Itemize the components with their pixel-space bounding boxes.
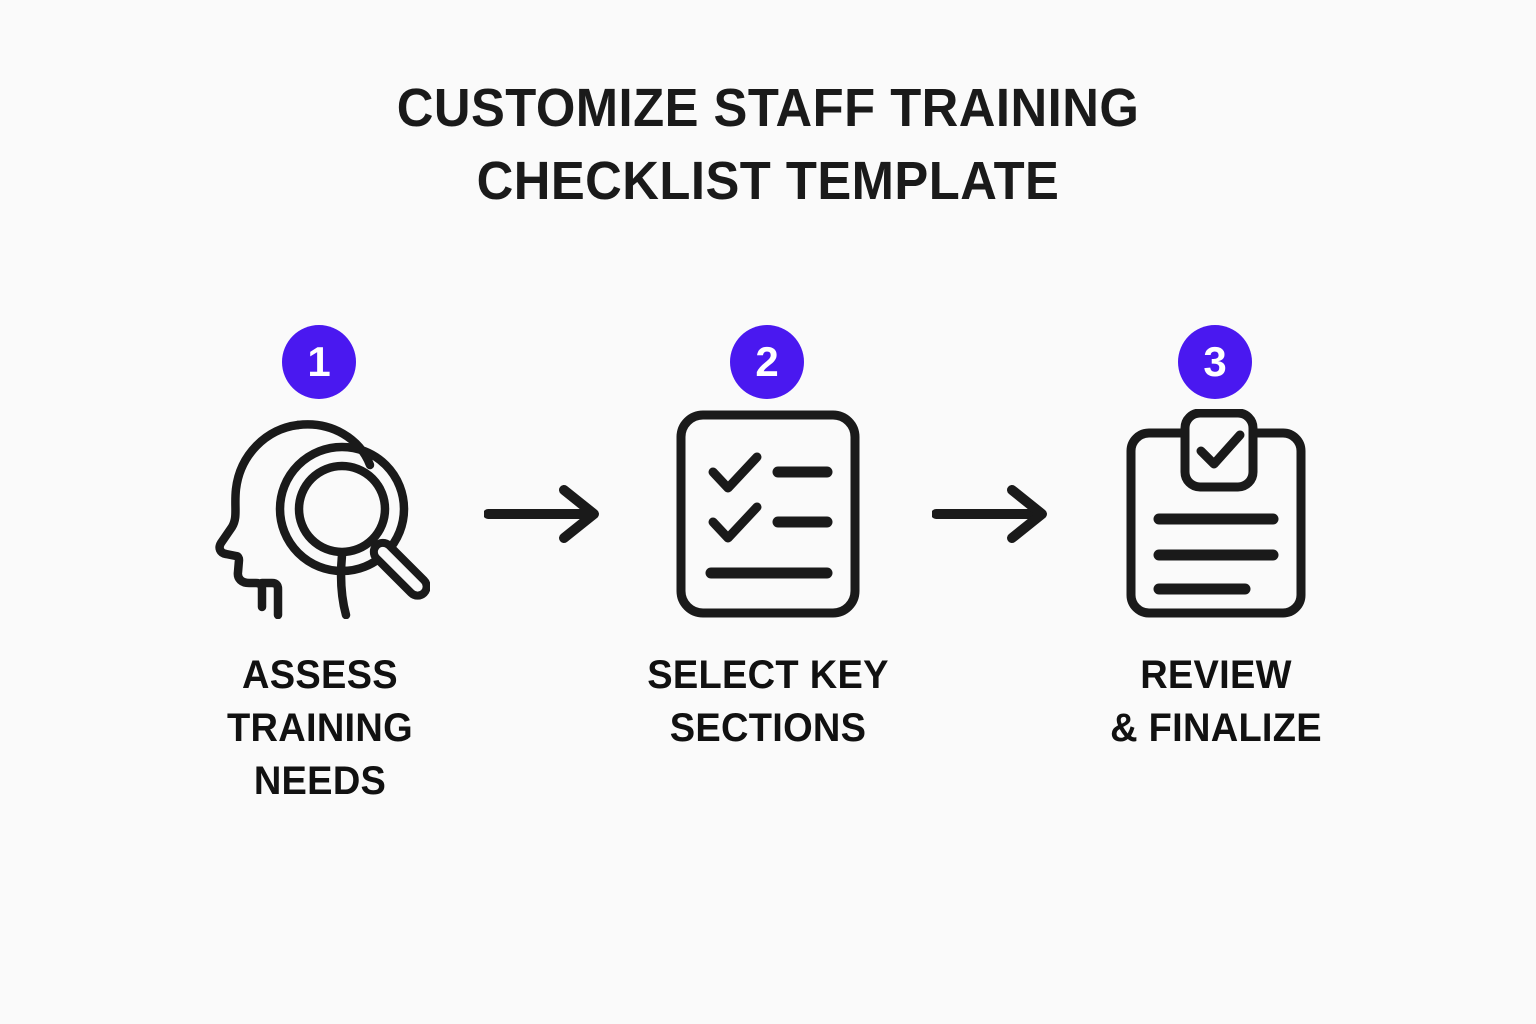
page-title-line-2: CHECKLIST TEMPLATE	[476, 150, 1060, 211]
step-3-label: REVIEW & FINALIZE	[1059, 649, 1373, 755]
step-2-label-line-2: SECTIONS	[669, 706, 867, 751]
process-flow: 1 A	[0, 310, 1536, 870]
page-title-line-1: CUSTOMIZE STAFF TRAINING	[396, 78, 1140, 138]
step-3-number-badge: 3	[1178, 325, 1252, 399]
step-1-label-line-2: TRAINING	[227, 706, 413, 751]
step-2-badge-row: 2	[618, 310, 918, 406]
step-2[interactable]: 2 SELECT KEY SECTIONS	[618, 310, 918, 755]
page-title: CUSTOMIZE STAFF TRAINING CHECKLIST TEMPL…	[46, 72, 1490, 218]
step-1-label: ASSESS TRAINING NEEDS	[163, 649, 477, 809]
step-3-badge-row: 3	[1066, 310, 1366, 406]
step-3[interactable]: 3 REVIEW & FINALIZE	[1066, 310, 1366, 755]
step-2-label: SELECT KEY SECTIONS	[611, 649, 925, 755]
arrow-right-icon	[918, 406, 1066, 621]
step-3-label-line-2: & FINALIZE	[1110, 706, 1322, 751]
step-3-label-line-1: REVIEW	[1140, 653, 1292, 697]
step-1[interactable]: 1 A	[170, 310, 470, 809]
checklist-icon	[648, 406, 888, 621]
head-magnifier-icon	[200, 406, 440, 621]
step-2-label-line-1: SELECT KEY	[647, 653, 889, 697]
step-1-label-line-3: NEEDS	[253, 759, 387, 804]
step-1-label-line-1: ASSESS	[242, 653, 398, 697]
step-2-number-badge: 2	[730, 325, 804, 399]
arrow-right-icon	[470, 406, 618, 621]
step-1-badge-row: 1	[170, 310, 470, 406]
step-1-number-badge: 1	[282, 325, 356, 399]
clipboard-check-icon	[1096, 406, 1336, 621]
